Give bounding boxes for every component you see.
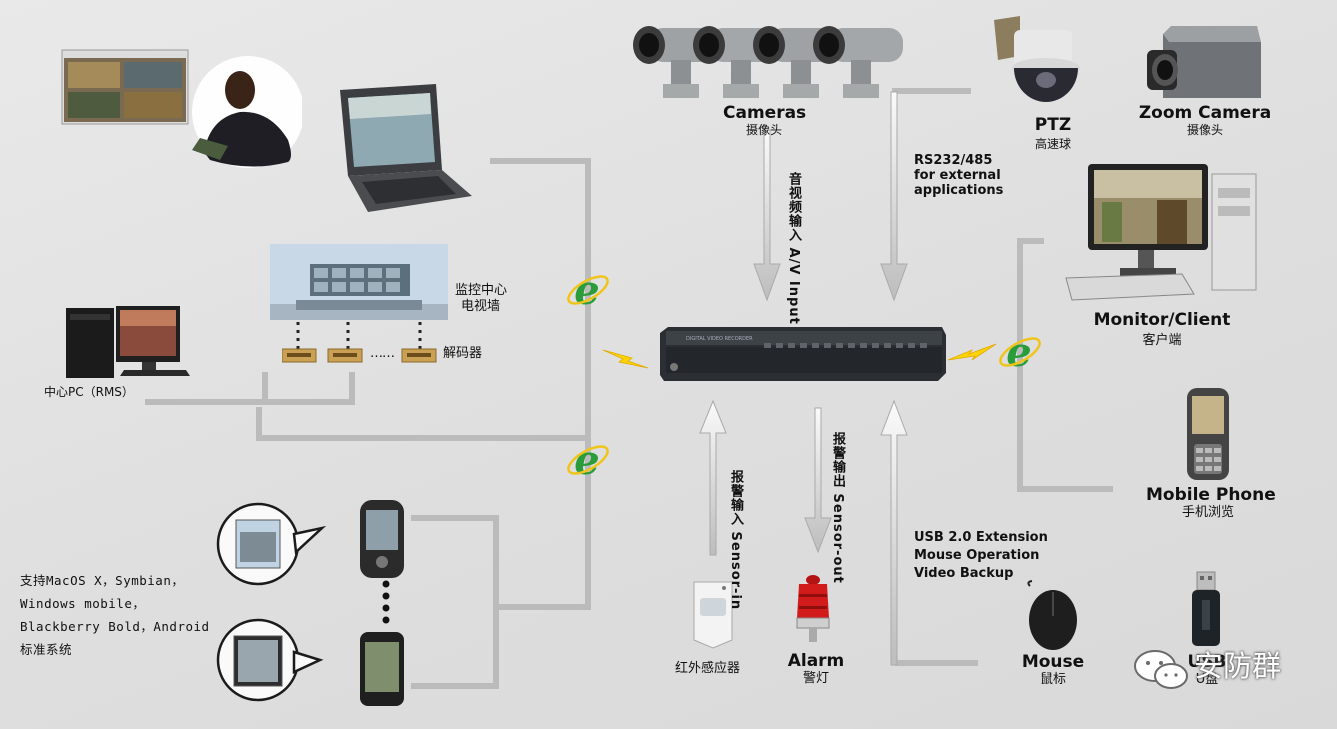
center-pc-image — [66, 306, 190, 378]
monitoring-center-label: 监控中心 电视墙 — [455, 283, 508, 314]
cameras-label: Cameras 摄像头 — [723, 103, 807, 137]
wechat-icon — [1134, 650, 1188, 689]
alarm-light-image — [796, 575, 830, 642]
decoder-devices-image — [282, 348, 437, 363]
monitor-client-label: Monitor/Client 客户端 — [1093, 310, 1231, 348]
pc-decoder-line — [256, 407, 589, 441]
mouse-image — [1027, 580, 1077, 650]
mobile-phone-image — [1187, 388, 1229, 480]
zoom-camera-image — [1147, 26, 1261, 98]
mouse-label: Mouse 鼠标 — [1021, 652, 1085, 687]
decoder-label: 解码器 — [443, 346, 483, 361]
sensor-out-arrow — [804, 407, 832, 554]
svg-text:e: e — [1006, 329, 1031, 374]
ir-sensor-image — [693, 581, 733, 649]
smartphone-bubble-image — [216, 500, 404, 586]
lightning-left-icon — [602, 349, 649, 369]
phone-line — [411, 515, 499, 610]
usb-ext-arrow — [880, 399, 908, 666]
decoder-ellipsis: …… — [370, 346, 395, 361]
more-devices-dots — [382, 580, 390, 624]
svg-text:e: e — [574, 267, 599, 312]
ptz-label: PTZ 高速球 — [1034, 115, 1072, 151]
svg-text:e: e — [574, 437, 599, 482]
pc-line — [145, 377, 355, 405]
av-input-label: 音视频输入 A/V Input — [786, 172, 801, 325]
ptz-camera-image — [994, 16, 1080, 102]
rs232-label: RS232/485 for external applications — [914, 153, 1004, 198]
rs232-arrow — [880, 91, 908, 302]
zoom-camera-label: Zoom Camera 摄像头 — [1138, 103, 1272, 137]
monitor-client-image — [1065, 164, 1257, 301]
usb-extension-label: USB 2.0 Extension Mouse Operation Video … — [914, 530, 1048, 581]
tv-wall-image — [270, 244, 448, 320]
dvr-panel-label: DIGITAL VIDEO RECORDER — [686, 336, 753, 342]
internet-explorer-icon: e — [567, 437, 609, 482]
cameras-image — [633, 26, 903, 98]
mobile-os-support-text: 支持MacOS X，Symbian， Windows mobile， Black… — [20, 573, 210, 657]
usb-label: USB U盘 — [1187, 652, 1227, 687]
dvr-recorder-image: DIGITAL VIDEO RECORDER — [660, 327, 946, 381]
remote-user-image — [61, 49, 302, 168]
center-pc-label: 中心PC（RMS） — [44, 385, 134, 399]
mobile-phone-label: Mobile Phone 手机浏览 — [1146, 485, 1276, 520]
internet-explorer-icon: e — [567, 267, 609, 312]
ir-sensor-label: 红外感应器 — [675, 661, 741, 676]
alarm-label: Alarm 警灯 — [787, 651, 845, 686]
right-bus-line — [1017, 238, 1113, 492]
laptop-image — [340, 84, 472, 212]
left-bus-line — [490, 158, 591, 610]
watermark-text: 安防群 — [1194, 649, 1282, 683]
lightning-right-icon — [947, 343, 997, 361]
sensor-in-label: 报警输入 Sensor-in — [728, 470, 743, 611]
iphone-line — [411, 604, 499, 689]
sensor-out-label: 报警输出 Sensor-out — [830, 432, 845, 584]
iphone-bubble-image — [216, 618, 404, 706]
av-input-arrow — [753, 129, 781, 302]
sensor-in-arrow — [699, 399, 727, 556]
internet-explorer-icon: e — [999, 329, 1041, 374]
usb-drive-image — [1192, 571, 1220, 646]
